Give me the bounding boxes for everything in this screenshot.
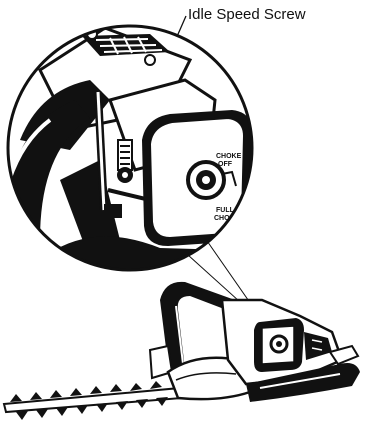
hedge-trimmer — [4, 282, 360, 420]
choke-off-label-line2: OFF — [218, 161, 233, 168]
choke-off-label-line1: CHOKE — [216, 153, 242, 160]
idle-speed-screw — [117, 140, 133, 183]
air-filter-cover — [142, 110, 252, 246]
magnified-carburetor-detail: CHOKE OFF FULL CHOKE — [0, 20, 260, 280]
